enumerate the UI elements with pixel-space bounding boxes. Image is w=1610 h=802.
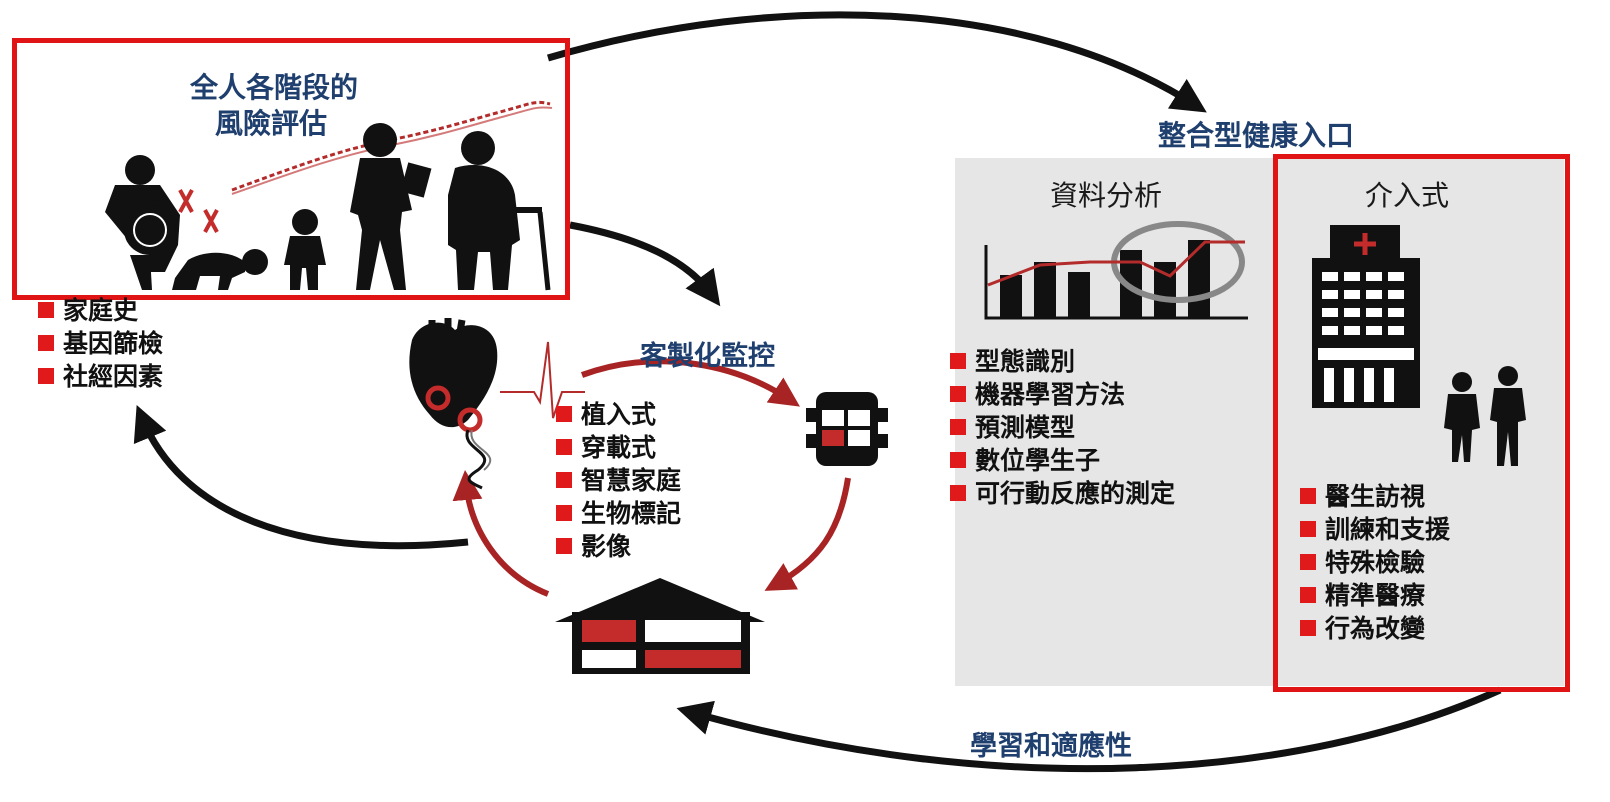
arrow-watch-to-house — [764, 477, 851, 591]
crawling-baby-icon — [172, 249, 268, 290]
panel-icons-layer — [984, 221, 1526, 466]
ecg-line-icon — [500, 341, 585, 419]
arrow-learning-loop — [676, 686, 1502, 773]
analysis-title: 資料分析 — [1050, 179, 1163, 212]
doctor-patient-icon — [1444, 366, 1526, 466]
list-item: 植入式 — [556, 398, 681, 431]
bar-chart-icon — [984, 221, 1248, 320]
people-life-stages-illustration — [105, 100, 553, 291]
monitoring-list: 植入式 穿載式 智慧家庭 生物標記 影像 — [556, 398, 681, 563]
list-item: 醫生訪視 — [1300, 480, 1450, 513]
risk-title-line2: 風險評估 — [215, 107, 328, 140]
intervention-title: 介入式 — [1365, 179, 1450, 212]
risk-factors-list: 家庭史 基因篩檢 社經因素 — [38, 294, 163, 393]
risk-assessment-highlight-box — [12, 38, 570, 300]
learning-title: 學習和適應性 — [970, 731, 1132, 762]
heart-icon — [409, 318, 498, 490]
list-item: 影像 — [556, 530, 681, 563]
hospital-icon — [1312, 225, 1420, 408]
monitoring-title: 客製化監控 — [640, 341, 775, 372]
list-item: 型態識別 — [950, 345, 1175, 378]
intervention-highlight-box — [1273, 154, 1570, 692]
list-item: 智慧家庭 — [556, 464, 681, 497]
analysis-list: 型態識別 機器學習方法 預測模型 數位學生子 可行動反應的測定 — [950, 345, 1175, 510]
list-item: 社經因素 — [38, 360, 163, 393]
pregnant-woman-icon — [105, 155, 180, 290]
risk-title-line1: 全人各階段的 — [190, 71, 359, 104]
list-item: 精準醫療 — [1300, 579, 1450, 612]
intervention-list: 醫生訪視 訓練和支援 特殊檢驗 精準醫療 行為改變 — [1300, 480, 1450, 645]
list-item: 可行動反應的測定 — [950, 477, 1175, 510]
smartwatch-icon — [806, 392, 888, 466]
house-icon — [555, 578, 765, 674]
arrow-risk-to-portal — [547, 11, 1207, 113]
child-icon — [284, 209, 326, 290]
adult-woman-icon — [350, 123, 432, 290]
list-item: 數位學生子 — [950, 444, 1175, 477]
list-item: 生物標記 — [556, 497, 681, 530]
list-item: 穿載式 — [556, 431, 681, 464]
arrow-house-to-heart — [452, 470, 550, 597]
arrow-back-to-risk — [133, 405, 469, 550]
list-item: 家庭史 — [38, 294, 163, 327]
list-item: 特殊檢驗 — [1300, 546, 1450, 579]
list-item: 訓練和支援 — [1300, 513, 1450, 546]
portal-title: 整合型健康入口 — [1158, 119, 1355, 152]
arrow-heart-to-watch — [580, 358, 800, 407]
list-item: 行為改變 — [1300, 612, 1450, 645]
list-item: 機器學習方法 — [950, 378, 1175, 411]
elderly-person-icon — [448, 131, 551, 291]
list-item: 基因篩檢 — [38, 327, 163, 360]
arrow-to-monitoring — [569, 221, 721, 307]
list-item: 預測模型 — [950, 411, 1175, 444]
data-analysis-panel — [955, 158, 1273, 686]
chromosome-icon — [178, 189, 219, 233]
dna-strand-icon — [231, 100, 551, 192]
